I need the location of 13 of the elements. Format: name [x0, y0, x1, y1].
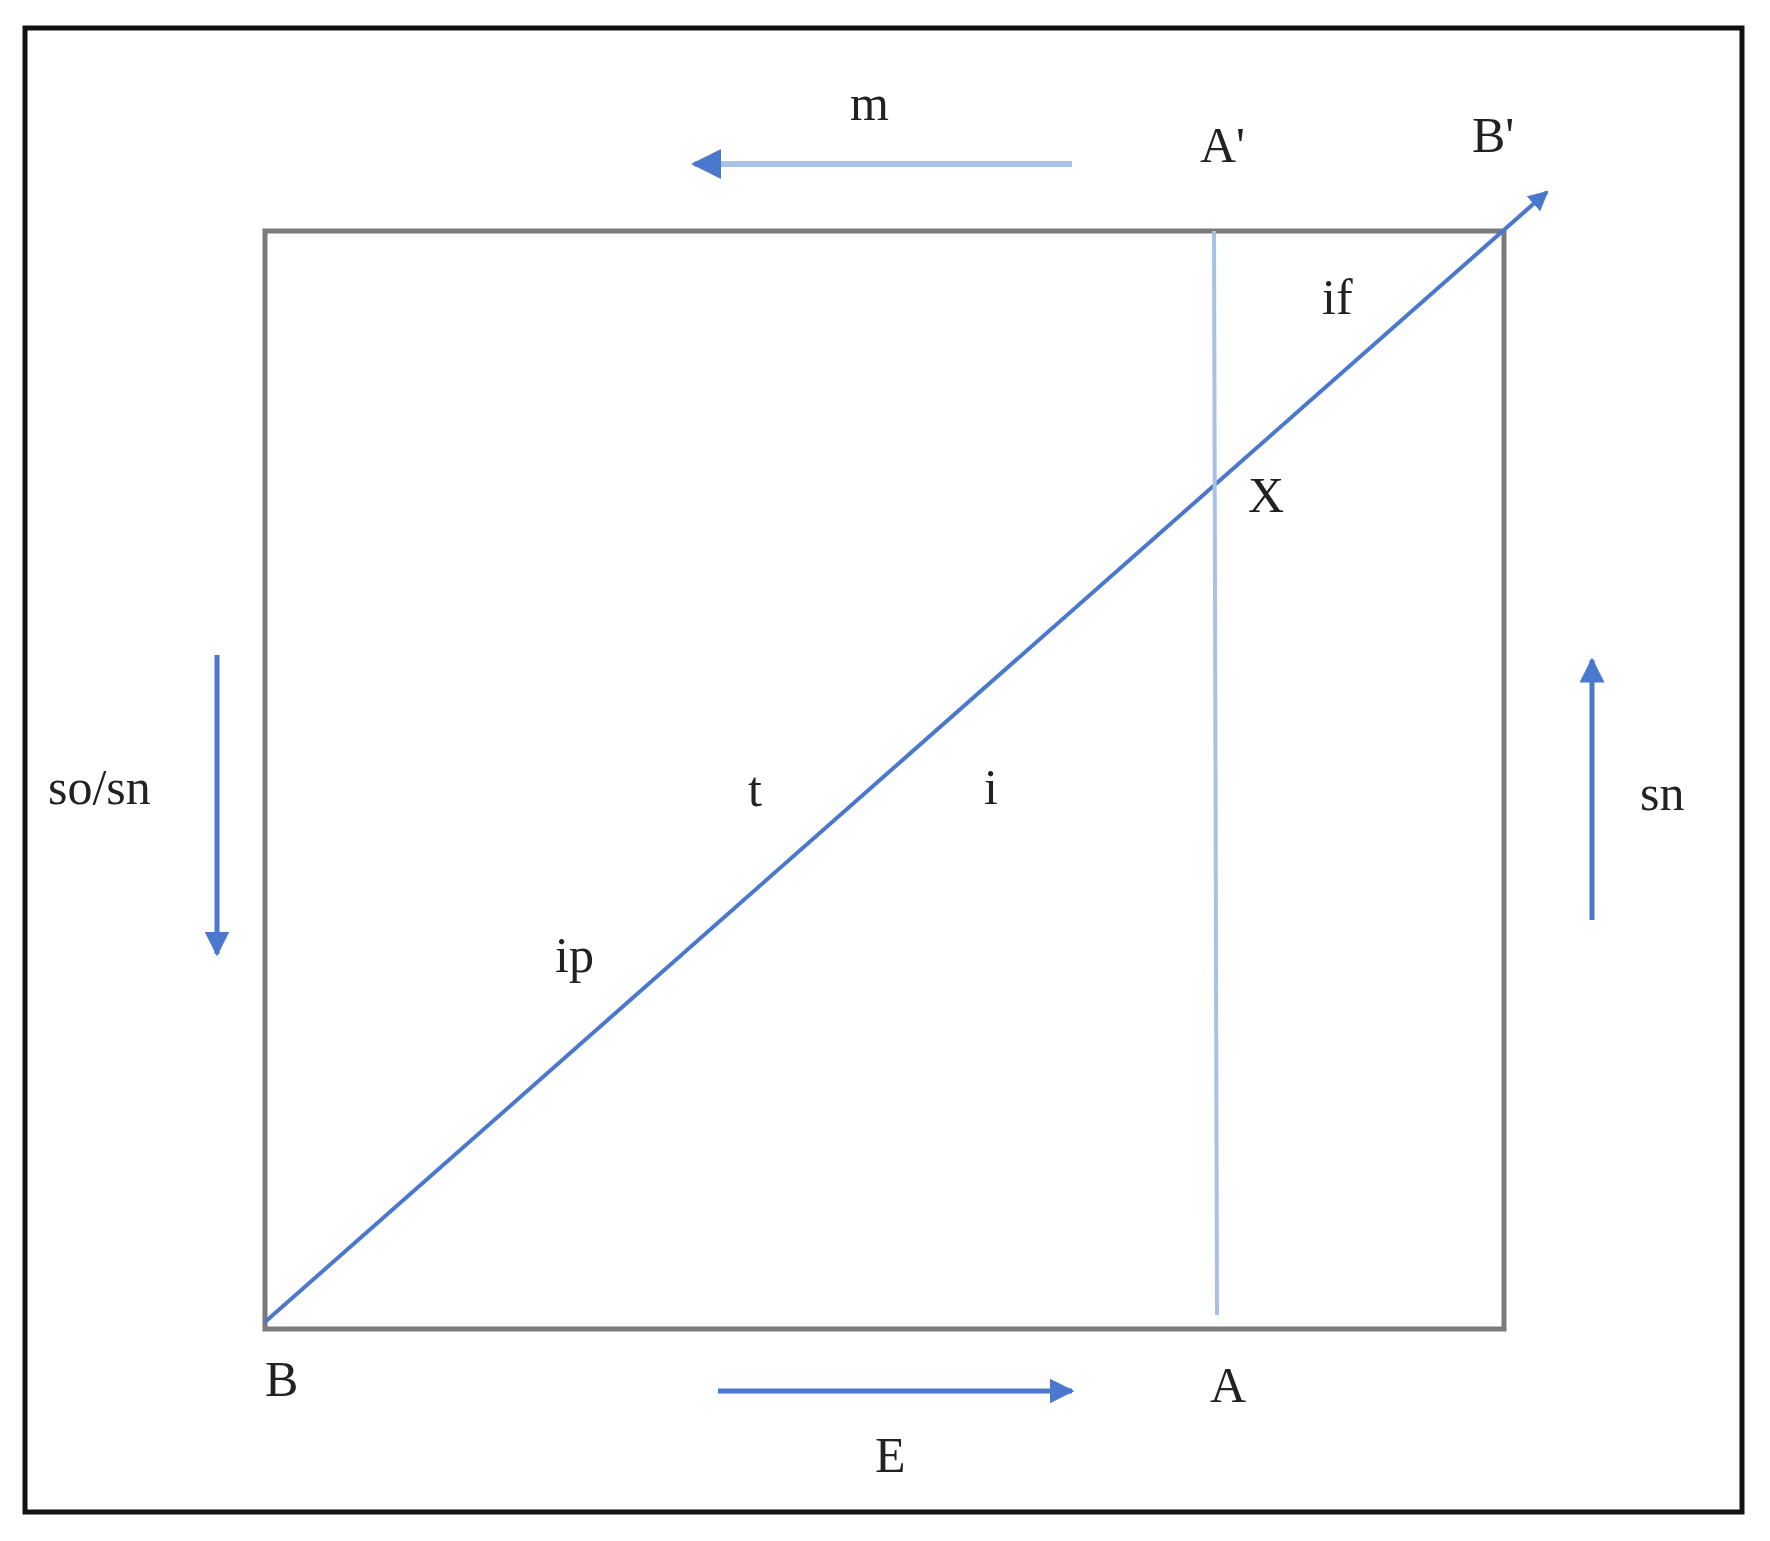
symbol-label: X: [1248, 470, 1285, 520]
symbol-label: so/sn: [48, 762, 151, 812]
symbol-label: m: [850, 78, 889, 128]
symbol-label: t: [748, 764, 762, 814]
point-label: A: [1210, 1360, 1248, 1410]
line: [1212, 231, 1219, 1315]
symbol-label: i: [984, 762, 998, 812]
symbol-label: E: [875, 1430, 906, 1480]
point-label: B: [265, 1354, 300, 1404]
symbol-label: if: [1322, 272, 1353, 322]
point-label: B': [1472, 110, 1516, 160]
point-label: A': [1200, 120, 1247, 170]
symbol-label: sn: [1640, 768, 1685, 818]
